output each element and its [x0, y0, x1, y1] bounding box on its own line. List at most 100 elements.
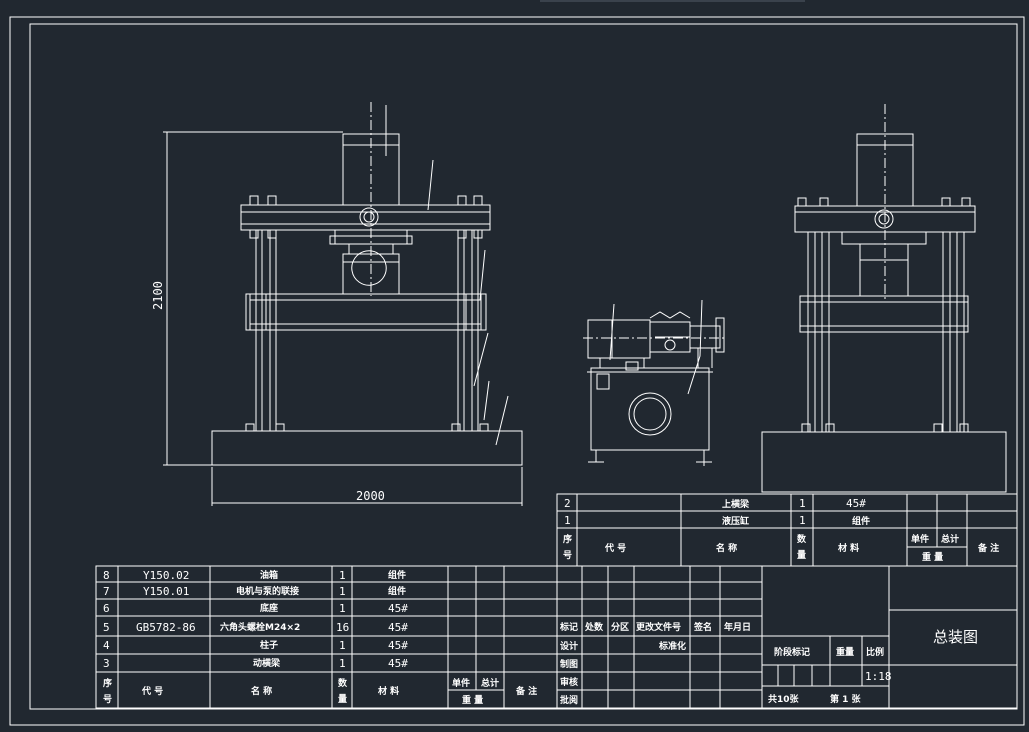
front-view-press [211, 102, 523, 466]
header-material: 材 料 [377, 685, 399, 697]
header-unit: 单件 [911, 533, 929, 545]
row-qty: 1 [339, 639, 346, 652]
drawing-title: 总装图 [933, 628, 978, 646]
role-review: 审核 [560, 676, 578, 688]
header-qty: 量 [797, 549, 806, 561]
row-name: 柱子 [260, 639, 278, 651]
row-no: 2 [564, 497, 571, 510]
table-row: 3 动横梁 1 45# [103, 657, 408, 670]
header-code: 代 号 [604, 542, 626, 554]
table-row: 2 上横梁 1 45# [564, 497, 866, 510]
row-material: 组件 [388, 585, 406, 597]
sheet-number: 第 1 张 [830, 693, 862, 705]
row-name: 电机与泵的联接 [236, 585, 299, 597]
dimension-lines [163, 131, 523, 506]
lower-parts-table-grid [95, 565, 763, 709]
width-dimension: 2000 [356, 489, 385, 503]
row-no: 3 [103, 657, 110, 670]
row-name: 动横梁 [253, 657, 281, 669]
header-no: 号 [563, 550, 572, 561]
table-row: 1 液压缸 1 组件 [564, 514, 870, 527]
row-no: 5 [103, 621, 110, 634]
header-total: 总计 [941, 533, 959, 545]
header-name: 名 称 [716, 542, 737, 554]
row-material: 45# [388, 657, 408, 670]
row-material: 45# [388, 639, 408, 652]
row-qty: 16 [336, 621, 349, 634]
table-row: 4 柱子 1 45# [103, 639, 408, 652]
row-code: GB5782-86 [136, 621, 196, 634]
row-material: 组件 [852, 515, 870, 527]
weight-label: 重量 [836, 646, 854, 658]
row-qty: 1 [339, 602, 346, 615]
table-row: 8 Y150.02 油箱 1 组件 [103, 569, 406, 582]
outer-border [9, 16, 1025, 726]
header-no: 序 [563, 533, 572, 545]
row-name: 上横梁 [722, 498, 750, 510]
title-block: 阶段标记 重量 比例 1:18 共10张 第 1 张 总装图 [768, 628, 978, 705]
row-no: 8 [103, 569, 110, 582]
rev-header-file: 更改文件号 [636, 621, 681, 633]
header-total: 总计 [481, 677, 499, 689]
row-material: 45# [846, 497, 866, 510]
rev-header-zone: 分区 [611, 621, 629, 633]
role-approval: 批阅 [560, 694, 578, 706]
upper-parts-table-grid [556, 493, 1018, 567]
rev-header-date: 年月日 [724, 621, 751, 633]
header-qty: 数 [338, 677, 348, 689]
title-block-grid [761, 565, 1018, 709]
row-code: Y150.02 [143, 569, 189, 582]
table-header: 序 号 代 号 名 称 数 量 材 料 单件 总计 重 量 备 注 [563, 533, 999, 563]
stage-mark-label: 阶段标记 [774, 646, 810, 658]
table-row: 5 GB5782-86 六角头螺栓M24×2 16 45# [103, 621, 408, 634]
row-name: 油箱 [260, 569, 278, 581]
row-qty: 1 [339, 657, 346, 670]
row-qty: 1 [799, 497, 806, 510]
inner-border [29, 23, 1018, 710]
table-row: 7 Y150.01 电机与泵的联接 1 组件 [103, 585, 406, 598]
top-scrollbar[interactable] [540, 0, 805, 2]
rev-header-count: 处数 [584, 621, 604, 633]
scale-label: 比例 [866, 646, 884, 658]
rev-header-mark: 标记 [559, 621, 578, 633]
header-no: 序 [103, 677, 112, 689]
lower-parts-table: 8 Y150.02 油箱 1 组件 7 Y150.01 电机与泵的联接 1 组件… [103, 569, 751, 706]
role-design: 设计 [560, 640, 578, 652]
table-row: 6 底座 1 45# [103, 602, 408, 615]
row-qty: 1 [799, 514, 806, 527]
height-dimension: 2100 [151, 281, 165, 310]
standardization-label: 标准化 [658, 640, 686, 652]
scale-value: 1:18 [865, 670, 892, 683]
row-material: 45# [388, 621, 408, 634]
row-name: 液压缸 [722, 515, 749, 527]
hydraulic-power-unit [583, 299, 726, 466]
header-qty: 数 [797, 533, 807, 545]
role-drafting: 制图 [560, 658, 578, 670]
row-name: 底座 [260, 602, 278, 614]
row-qty: 1 [339, 569, 346, 582]
header-weight: 重 量 [922, 551, 943, 563]
header-qty: 量 [338, 693, 347, 705]
header-material: 材 料 [837, 542, 859, 554]
row-no: 4 [103, 639, 110, 652]
header-weight: 重 量 [462, 694, 483, 706]
sheets-total: 共10张 [768, 693, 800, 705]
rev-header-sign: 签名 [693, 621, 712, 633]
upper-parts-table: 2 上横梁 1 45# 1 液压缸 1 组件 序 号 代 号 名 称 数 量 材… [563, 497, 999, 563]
header-remarks: 备 注 [515, 685, 537, 697]
header-remarks: 备 注 [977, 542, 999, 554]
row-no: 1 [564, 514, 571, 527]
row-code: Y150.01 [143, 585, 189, 598]
side-view-press [761, 104, 1007, 493]
header-unit: 单件 [452, 677, 470, 689]
row-material: 组件 [388, 569, 406, 581]
row-name: 六角头螺栓M24×2 [220, 621, 300, 633]
row-qty: 1 [339, 585, 346, 598]
header-code: 代 号 [141, 685, 163, 697]
row-material: 45# [388, 602, 408, 615]
header-name: 名 称 [251, 685, 272, 697]
row-no: 7 [103, 585, 110, 598]
header-no: 号 [103, 694, 112, 705]
row-no: 6 [103, 602, 110, 615]
